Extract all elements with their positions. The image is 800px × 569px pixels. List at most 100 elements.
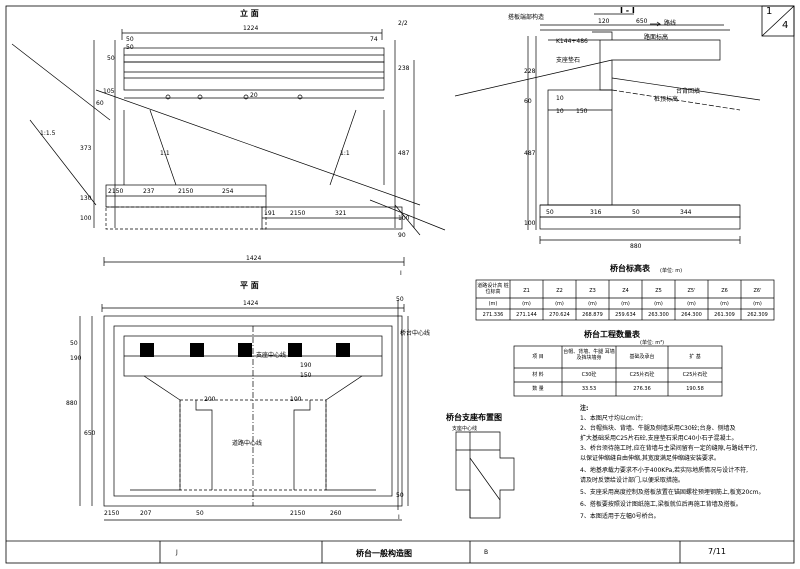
note-line: 3、桥台须待施工时,应在背墙与主梁间留有一定的缝隙,与路线平行,: [580, 445, 758, 452]
dim-100: 100: [398, 215, 410, 222]
quantity-table-grid: [513, 345, 723, 397]
elevation-total-width: 1424: [246, 255, 262, 262]
abutment-centerline-label: 桥台中心线: [400, 330, 431, 337]
note-line: 扩大基础采用C25片石砼,支座垫石采用C40小石子混凝土。: [580, 435, 738, 442]
plan-drawing: [79, 300, 409, 521]
elevation-table-unit: (单位: m): [660, 268, 683, 274]
table-cell: C25片石砼: [629, 372, 655, 378]
table-header: Z6: [721, 288, 728, 294]
table-cell: 190.58: [686, 386, 704, 392]
slope-label: 1:1: [340, 150, 350, 157]
table-header: 道路设计高 桩位标高: [477, 283, 509, 295]
note-line: 1、本图尺寸均以cm计;: [580, 415, 643, 422]
dim-487: 487: [398, 150, 410, 157]
drawing-name: 桥台一般构造图: [356, 549, 412, 558]
note-line: 5、支座采用高度控制及搭板放置在锚固螺栓预埋钢筋上,板宽20cm。: [580, 489, 765, 496]
table-value-cell: 270.624: [549, 312, 570, 318]
bearing-detail-label: 支座中心线: [452, 426, 478, 432]
table-cell: C30砼: [581, 372, 597, 378]
section-drawing: [454, 13, 761, 244]
dim-254: 254: [222, 188, 234, 195]
bearing-detail-drawing: [455, 431, 515, 519]
table-unit-cell: (m): [753, 301, 762, 307]
dim-50: 50: [126, 36, 134, 43]
slope-label: 1:1: [160, 150, 170, 157]
plan-title: 平 面: [240, 281, 259, 290]
table-cell: 材 料: [532, 372, 544, 378]
sheet-number-slash: [761, 5, 795, 37]
dim-60: 60: [96, 100, 104, 107]
slope-label: 1:1.5: [40, 130, 56, 137]
dim-50: 50: [70, 340, 78, 347]
sheet-border: [5, 5, 795, 564]
table-header: Z6': [753, 288, 762, 294]
pile-top-label: 桩顶标高: [654, 96, 679, 103]
dim-100: 100: [80, 215, 92, 222]
dim-207: 207: [140, 510, 152, 517]
table-value-cell: 259.634: [615, 312, 636, 318]
dim-2150: 2150: [178, 188, 194, 195]
dim-373: 373: [80, 145, 92, 152]
dim-650: 650: [84, 430, 96, 437]
section-title: I - I: [620, 6, 635, 15]
dim-50: 50: [546, 209, 554, 216]
note-line: 请及时反馈给设计部门,以便采取措施。: [580, 477, 684, 484]
dim-10: 10: [556, 108, 564, 115]
table-header: Z5: [655, 288, 662, 294]
table-header: Z1: [523, 288, 530, 294]
table-cell: 33.53: [581, 386, 597, 392]
sheet-number-box: [761, 5, 795, 37]
table-value-cell: 262.309: [747, 312, 768, 318]
dim-20: 20: [250, 92, 258, 99]
dim-880: 880: [66, 400, 78, 407]
dim-50: 50: [632, 209, 640, 216]
dim-487: 487: [524, 150, 536, 157]
title-block-mid-mark: B: [484, 549, 489, 556]
note-line: 7、本图适用于左幅0号桥台。: [580, 513, 660, 520]
elevation-top-width: 1224: [243, 25, 259, 32]
table-header: 台帽、背墙、牛腿 耳墙及挡块墙身: [563, 349, 615, 361]
dim-120: 120: [598, 18, 610, 25]
dim-100: 100: [524, 220, 536, 227]
table-header: 扩 基: [689, 354, 701, 360]
dim-50: 50: [126, 44, 134, 51]
dim-2150: 2150: [108, 188, 124, 195]
bearing-pad-label: 支座垫石: [556, 57, 581, 64]
table-unit-cell: (m): [555, 301, 564, 307]
dim-880: 880: [630, 243, 642, 250]
dim-74: 74: [370, 36, 378, 43]
title-block-left-mark: J: [176, 549, 178, 556]
bearing-centerline-label: 支座中心线: [256, 352, 287, 359]
road-centerline-label: 道路中心线: [232, 440, 263, 447]
dim-90: 90: [398, 232, 406, 239]
table-value-cell: 271.144: [516, 312, 537, 318]
table-header: Z5': [687, 288, 696, 294]
dim-260: 260: [330, 510, 342, 517]
quantity-table-title: 桥台工程数量表: [584, 330, 640, 339]
bearing-detail-title: 桥台支座布置图: [446, 413, 502, 422]
dim-238: 238: [398, 65, 410, 72]
dim-190: 190: [70, 355, 82, 362]
table-cell: 数 量: [532, 386, 544, 392]
table-header: 基础及承台: [629, 354, 655, 360]
road-level-label: 路面标高: [644, 34, 669, 41]
elevation-table-title: 桥台标高表: [610, 264, 650, 273]
table-header: Z4: [622, 288, 629, 294]
dim-60: 60: [524, 98, 532, 105]
dim-50: 50: [196, 510, 204, 517]
quantity-table-unit: (单位: m³): [640, 340, 665, 346]
table-cell: 276.36: [633, 386, 651, 392]
dim-50: 50: [107, 55, 115, 62]
dim-10: 10: [556, 95, 564, 102]
note-line: 2、台帽挡块、背墙、牛腿及侧墙采用C30砼;台身、侧墙及: [580, 425, 736, 432]
note-line: 以保证伸缩缝自由伸缩,其宽度满足伸缩缝安装要求。: [580, 455, 720, 462]
table-unit-cell: (m): [621, 301, 630, 307]
dim-50: 50: [396, 492, 404, 499]
table-unit-cell: (m): [720, 301, 729, 307]
dim-200: 200: [204, 396, 216, 403]
sheet-total-pages: 4: [782, 20, 789, 31]
dim-321: 321: [335, 210, 347, 217]
dim-130: 130: [80, 195, 92, 202]
table-header: 项 目: [532, 354, 544, 360]
direction-label: 路线: [664, 20, 677, 27]
